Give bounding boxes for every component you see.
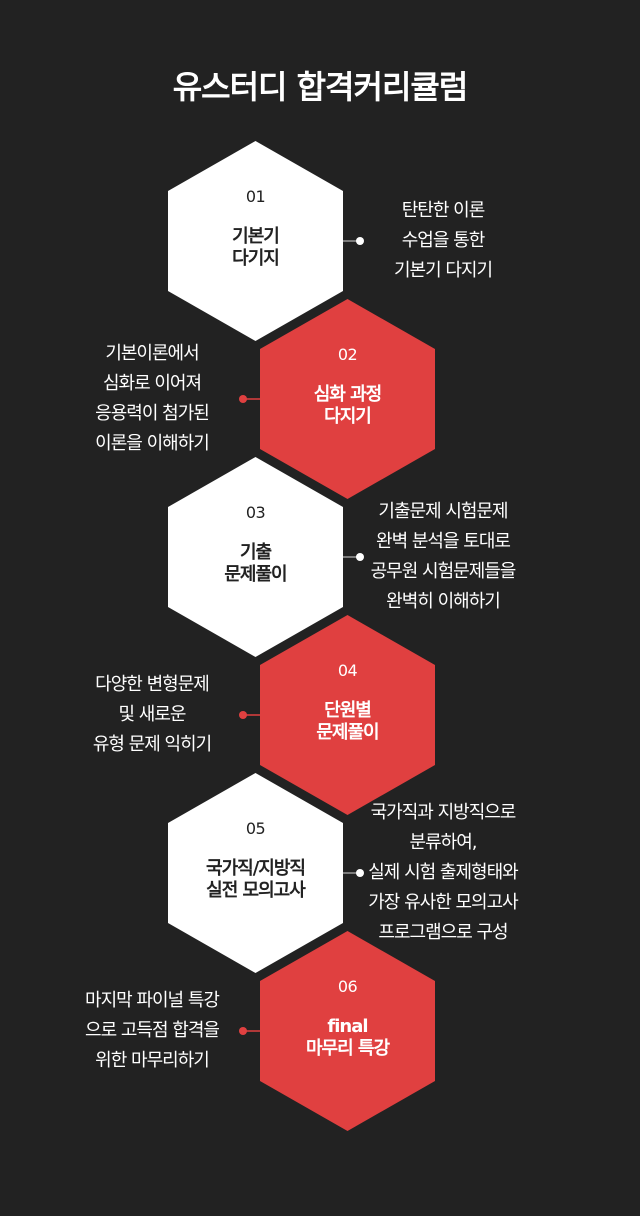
step-title-line: final: [327, 1016, 368, 1037]
step-title-line: 다지기: [324, 406, 372, 427]
step-title-line: 심화 과정: [313, 384, 383, 405]
hexagon-step-01: [168, 141, 343, 341]
description-line: 이론을 이해하기: [95, 433, 210, 454]
step-title-line: 다기지: [232, 248, 280, 269]
description-line: 응용력이 첨가된: [95, 403, 210, 424]
step-title-line: 단원별: [324, 700, 372, 721]
description-line: 다양한 변형문제: [95, 674, 210, 695]
description-line: 위한 마무리하기: [95, 1050, 210, 1071]
description-line: 공무원 시험문제들을: [370, 561, 517, 582]
description-line: 국가직과 지방직으로: [370, 802, 517, 823]
description-line: 가장 유사한 모의고사: [368, 892, 518, 913]
connector-dot: [356, 553, 364, 561]
description-line: 유형 문제 익히기: [92, 734, 212, 755]
description-line: 으로 고득점 합격을: [85, 1020, 220, 1041]
step-title-line: 문제풀이: [224, 564, 287, 585]
page-title: 유스터디 합격커리큘럼: [172, 68, 469, 106]
connector-dot: [239, 1027, 247, 1035]
step-title-line: 문제풀이: [316, 722, 379, 743]
step-number: 02: [337, 345, 358, 364]
connector-dot: [239, 395, 247, 403]
connector-dot: [356, 869, 364, 877]
description-line: 완벽히 이해하기: [386, 591, 501, 612]
connector-dot: [356, 237, 364, 245]
description-line: 기출문제 시험문제: [378, 501, 508, 522]
step-number: 06: [337, 977, 358, 996]
description-line: 분류하여,: [409, 832, 478, 853]
step-number: 04: [337, 661, 358, 680]
description-line: 기본기 다지기: [393, 260, 493, 281]
step-number: 05: [245, 819, 266, 838]
hexagon-step-02: [260, 299, 435, 499]
description-line: 수업을 통한: [401, 230, 486, 251]
connector-dot: [239, 711, 247, 719]
description-line: 완벽 분석을 토대로: [376, 531, 511, 552]
step-number: 03: [245, 503, 266, 522]
hexagon-step-05: [168, 773, 343, 973]
description-line: 탄탄한 이론: [401, 200, 486, 221]
description-line: 및 새로운: [118, 704, 187, 725]
step-title-line: 기본기: [232, 226, 280, 247]
hexagon-step-06: [260, 931, 435, 1131]
description-line: 실제 시험 출제형태와: [368, 862, 518, 883]
description-line: 심화로 이어져: [102, 373, 202, 394]
step-title-line: 기출: [239, 542, 272, 563]
hexagon-step-03: [168, 457, 343, 657]
description-line: 마지막 파이널 특강: [85, 990, 220, 1011]
step-title-line: 마무리 특강: [305, 1038, 390, 1059]
step-title-line: 실전 모의고사: [206, 880, 306, 901]
step-number: 01: [245, 187, 266, 206]
hexagon-step-04: [260, 615, 435, 815]
step-title-line: 국가직/지방직: [206, 858, 306, 879]
description-line: 프로그램으로 구성: [378, 922, 508, 943]
description-line: 기본이론에서: [105, 343, 199, 364]
